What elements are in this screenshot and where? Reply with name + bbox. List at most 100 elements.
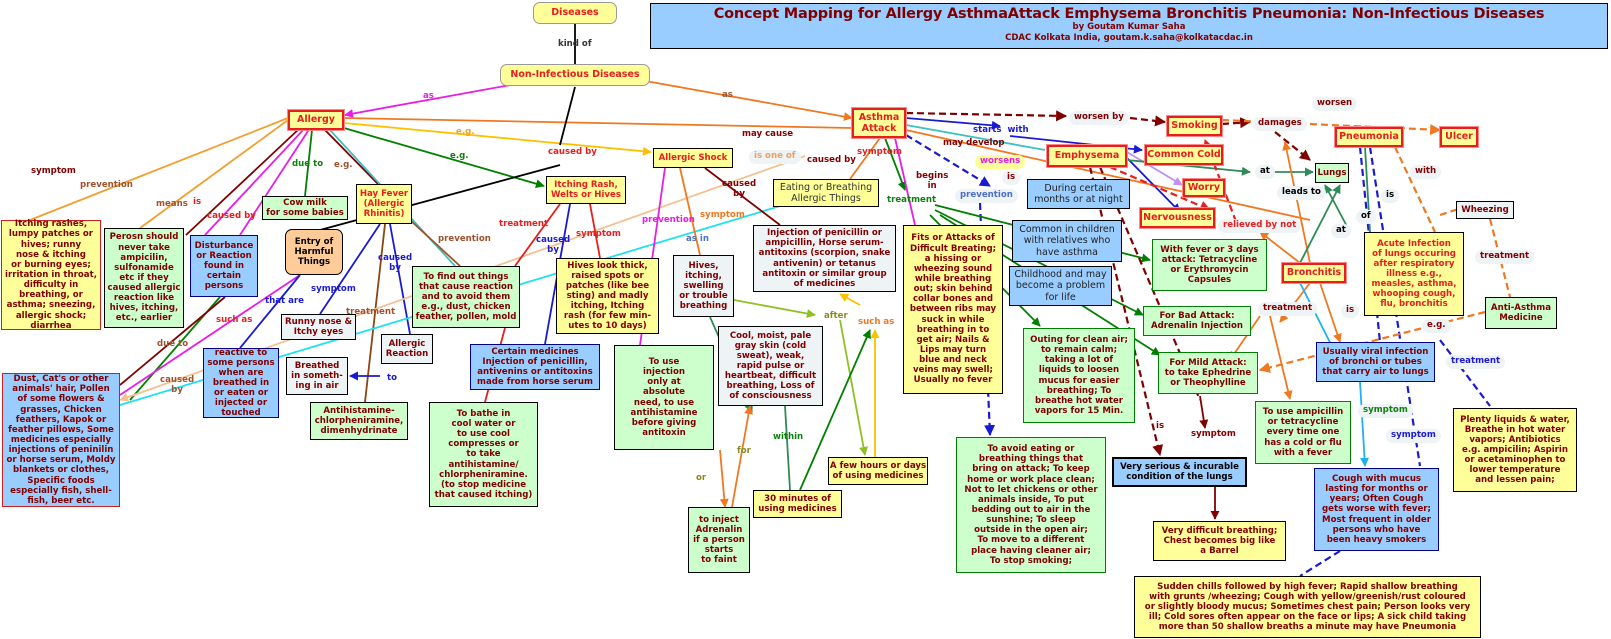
link-label: treatment [887,195,937,205]
link-line [905,129,1311,221]
link-line [185,127,301,236]
link-label: starts with [973,125,1029,135]
link-label: e.g. [450,151,469,161]
link-label: due to [292,159,324,169]
link-line [905,134,991,187]
link-line [731,405,754,508]
concept-disturbance: Disturbance or Reaction found in certain… [190,235,258,297]
concept-thirty-minutes: 30 minutes of using medicines [753,490,842,518]
link-line [1109,165,1212,212]
concept-diseases: Diseases [533,2,617,24]
concept-worry: Worry [1183,179,1225,197]
concept-hay-fever: Hay Fever (Allergic Rhinitis) [356,184,412,224]
link-label: at [1331,224,1351,238]
link-label: treatment [499,219,549,229]
link-label: is [1156,421,1165,431]
concept-mild-attack: For Mild Attack: to take Ephedrine or Th… [1158,352,1258,394]
link-label: with [1410,165,1442,179]
concept-plenty-liquids: Plenty liquids & water, Breathe in hot w… [1453,408,1577,492]
concept-inject-adrenalin: to inject Adrenalin if a person starts t… [688,507,750,573]
concept-pneumonia: Pneumonia [1335,127,1403,147]
link-label: for [737,446,751,456]
link-label: prevention [955,189,1018,203]
link-label: may cause [742,129,794,139]
link-line [324,129,379,185]
concept-non-infectious: Non-Infectious Diseases [500,64,650,86]
concept-injection-penicillin: Injection of penicillin or ampicillin, H… [753,225,896,292]
link-line [343,127,545,189]
concept-cough-mucus: Cough with mucus lasting for months or y… [1314,468,1439,551]
concept-anti-asthma: Anti-Asthma Medicine [1485,297,1557,329]
link-label: is [1381,189,1400,203]
concept-avoid: To avoid eating or breathing things that… [956,437,1106,573]
link-line [905,124,1046,151]
concept-smoking: Smoking [1167,116,1222,136]
concept-acute-infection: Acute Infection of lungs occuring after … [1364,232,1464,316]
concept-allergens: Dust, Cat's or other animals' hair, Poll… [2,373,120,507]
link-label: relieved by not [1218,219,1302,233]
link-line [799,329,871,491]
link-line [894,137,916,226]
link-line [1269,315,1293,400]
concept-bad-attack: For Bad Attack: Adrenalin Injection [1143,306,1251,336]
link-label: means [156,199,188,209]
link-line [784,405,791,491]
link-label: e.g. [456,127,475,137]
concept-very-difficult: Very difficult breathing; Chest becomes … [1153,521,1286,561]
link-label: that are [265,296,304,306]
link-label: caused by [536,235,571,255]
link-label: is [193,197,202,207]
link-line [1129,115,1167,127]
link-label: e.g. [334,160,353,170]
link-label: as in [686,234,709,244]
link-line [29,117,289,221]
link-label: is [1002,171,1021,185]
concept-use-ampicillin: To use ampicillin or tetracycline every … [1255,401,1351,464]
link-line [704,167,781,226]
link-line [119,296,226,386]
link-label: within [773,432,804,442]
concept-entry: Entry of Harmful Things [285,229,343,275]
link-label: after [824,311,848,321]
link-label: is one of [749,150,801,164]
link-label: worsens [975,155,1026,169]
link-label: due to [157,339,189,349]
link-label: treatment [1258,302,1318,316]
link-line [1299,184,1341,264]
concept-few-hours: A few hours or days of using medicines [828,457,928,485]
title-banner: Concept Mapping for Allergy AsthmaAttack… [650,3,1608,49]
concept-certain-medicines: Certain medicines Injection of penicilli… [470,344,600,390]
link-label: kind of [558,39,592,49]
concept-emphysema: Emphysema [1047,145,1127,167]
link-label: symptom [1386,429,1441,443]
link-line [204,127,306,236]
link-line [1439,339,1491,407]
concept-find-out: To find out things that cause reaction a… [412,266,520,328]
concept-antihistamine: Antihistamine- chlorpheniramine, dimenhy… [310,402,408,440]
link-line [1319,282,1342,343]
link-line [733,299,816,318]
concept-allergy-prevention: Perosn should never take ampicilin, sulf… [104,228,184,328]
link-line [849,137,881,180]
link-line [343,117,853,129]
link-label: of [1356,210,1376,224]
link-label: as [722,90,733,100]
concept-allergy-symptoms: Itching rashes, lumpy patches or hives; … [1,219,101,331]
concept-common-cold: Common Cold [1145,145,1223,165]
link-label: caused by [722,179,757,199]
link-label: prevention [80,180,133,190]
link-label: such as [216,315,253,325]
link-line [389,223,411,335]
concept-allergic-reaction: Allergic Reaction [381,334,433,364]
concept-asthma-attack: Asthma Attack [852,108,906,138]
link-line [1199,395,1209,429]
link-label: treatment [1446,355,1506,369]
link-line [1282,141,1311,264]
link-line [839,319,868,456]
link-label: caused by [807,155,856,165]
concept-with-fever: With fever or 3 days attack: Tetracyclin… [1152,239,1267,291]
link-line [589,203,601,259]
concept-breathed: Breathed in someth- ing in air [286,357,348,395]
link-line [319,223,381,315]
